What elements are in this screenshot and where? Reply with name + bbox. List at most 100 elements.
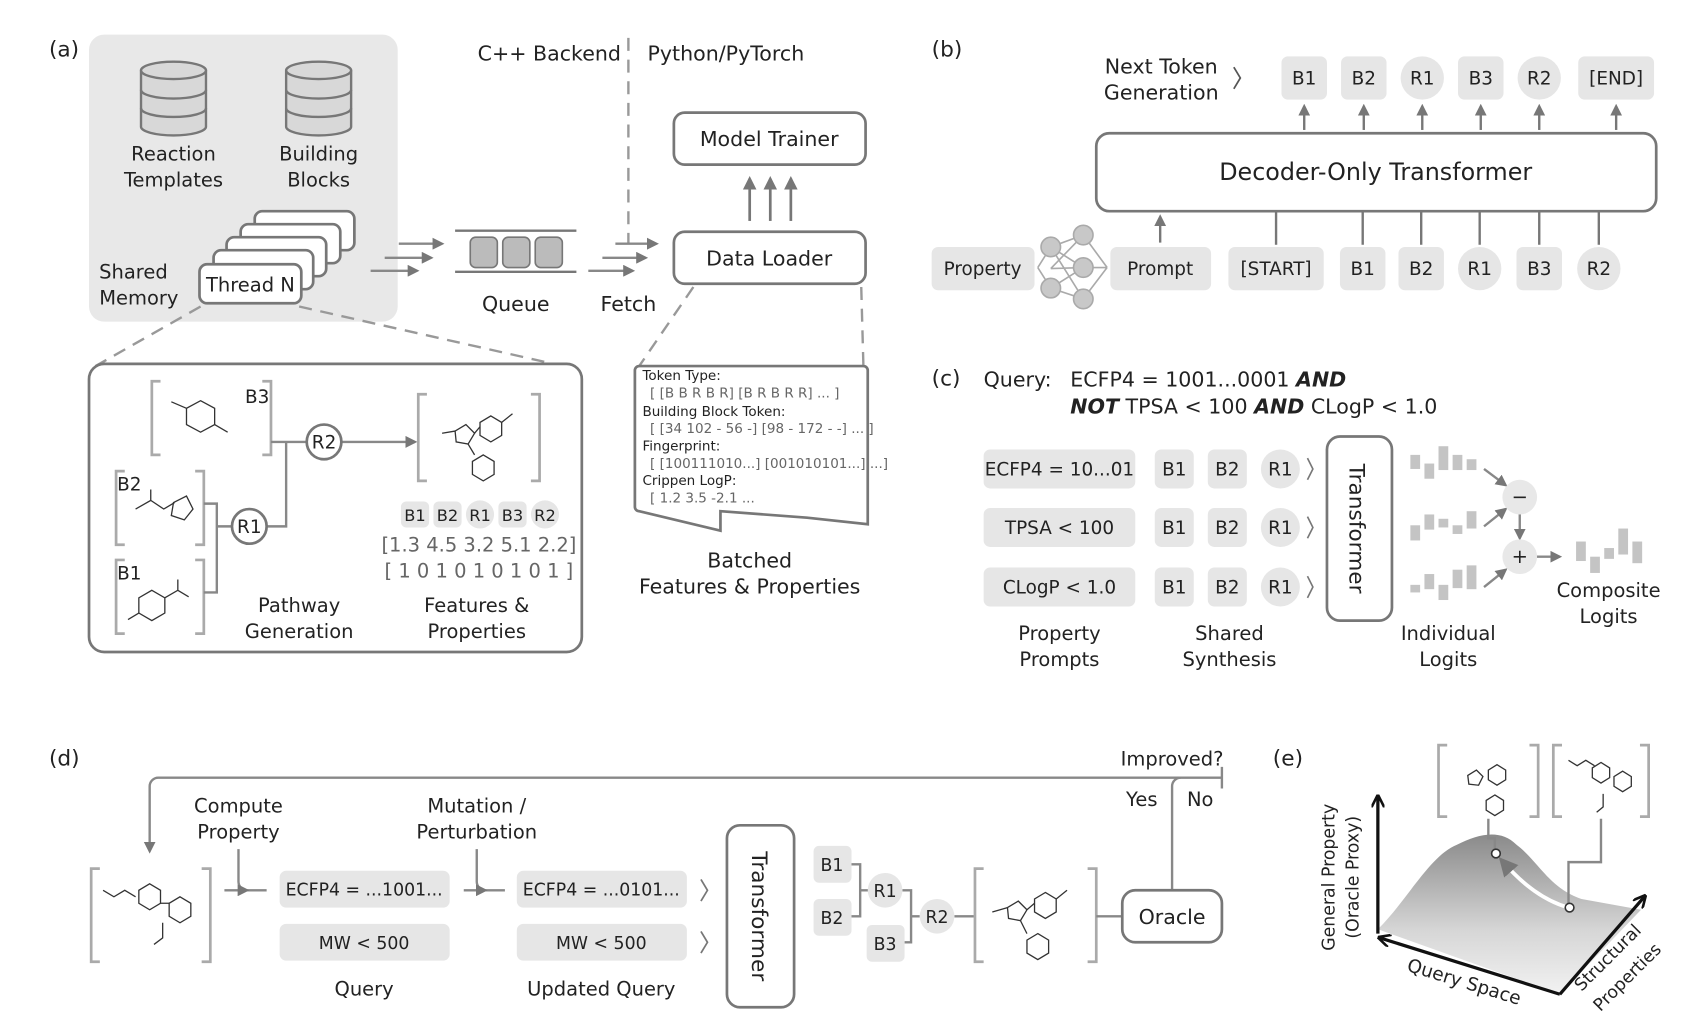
logit-bar [1452,569,1463,589]
token-label: [START] [1240,259,1311,280]
token-label: R2 [1527,68,1552,89]
doc-key: Building Block Token: [642,404,785,420]
logit-bar [1424,574,1435,590]
token-box [1339,246,1386,291]
token-circle [1458,246,1502,291]
batched-label: Features & Properties [639,575,860,599]
token-label: R1 [1467,259,1492,280]
chevron-right-icon [700,879,709,954]
mutation-arrow [463,849,505,890]
plus-icon: + [1512,545,1528,568]
compute-property-label: Property [197,820,279,843]
token-r1 [867,872,903,908]
logit-bar [1466,459,1477,471]
doc-key: Fingerprint: [642,439,720,455]
panel-c: (c) Query: ECFP4 = 1001...0001 AND NOT T… [932,367,1661,672]
pathway-generation-label: Generation [245,620,354,643]
batch-document [633,364,870,533]
property-prompts-label: Property [1018,622,1100,645]
x-axis-arrow [1380,938,1561,996]
zoom-line [860,286,865,367]
property-prompt-label: TPSA < 100 [1004,518,1114,539]
query-term: TPSA < 100 [1119,395,1254,419]
composite-logits-label: Logits [1580,605,1638,628]
database-icon [284,60,353,137]
data-loader-box [672,230,867,286]
token-label: B2 [1215,459,1239,480]
building-blocks-label: Building [279,142,358,165]
reaction-r2-label: R2 [312,432,337,453]
trainer-arrows [742,175,798,221]
feature-values: [1.3 4.5 3.2 5.1 2.2] [381,533,576,556]
token-label: R1 [1268,459,1293,480]
logit-bar [1466,511,1477,529]
compute-arrow [224,849,267,890]
neural-network-icon [1037,224,1108,310]
token: B3 [502,506,523,525]
prompt-label: Prompt [1127,259,1193,280]
database-icon [139,60,208,137]
updated-query-box [516,870,687,908]
updated-query-ecfp4: ECFP4 = ...0101... [523,881,680,901]
token: B2 [437,506,458,525]
property-box [931,246,1035,291]
queue-icon [455,229,577,274]
transformer-label: Transformer [1344,463,1369,594]
panel-label-c: (c) [932,367,961,392]
panel-label-a: (a) [49,37,79,62]
fetch-arrows [588,237,659,277]
token-label: R1 [1268,518,1293,539]
logit-bar [1438,446,1449,471]
property-landscape [1377,834,1642,995]
token-circle [1260,507,1300,547]
logit-bar [1438,518,1449,528]
molecule-product [416,392,541,483]
token-box [1207,507,1247,547]
property-prompt-box [983,449,1136,489]
token-b2 [813,898,852,936]
doc-value: [ [B B R B R] [B R B R R] ... ] [650,385,839,401]
thread-stack [198,209,356,305]
transformer-box [725,823,796,1009]
reaction-r2-node [305,423,343,461]
logit-bar [1410,584,1421,593]
prompt-box [1110,246,1212,291]
token-label: B1 [1162,518,1186,539]
chevron-right-icon [1306,457,1314,481]
token-box [1154,507,1194,547]
compute-property-label: Compute [194,794,283,817]
logit-bar [1452,525,1463,534]
logit-bar [1438,584,1449,601]
pathway-detail-box [87,362,584,654]
reaction-r1-label: R1 [237,517,262,538]
logit-bar [1424,514,1435,530]
token-label: B1 [1351,259,1375,280]
property-label: Property [944,259,1022,280]
y-axis-label: General Property [1320,804,1340,951]
feature-bits: [ 1 0 1 0 1 0 1 0 1 ] [385,559,574,582]
transformer-label: Transformer [746,850,771,981]
panel-label-b: (b) [932,37,963,62]
molecule-connector [1487,818,1603,906]
doc-value: [ [100111010...] [001010101...] ...] [650,456,888,472]
block-b2-label: B2 [117,475,141,496]
query-box [279,870,450,908]
token: B1 [404,506,425,525]
token-label: B3 [1527,259,1551,280]
z-axis-arrow [1558,897,1644,996]
individual-logits-label: Individual [1401,622,1496,645]
query-expression-line1: ECFP4 = 1001...0001 AND [1070,368,1346,392]
no-label: No [1187,788,1214,811]
thread-n-label: Thread N [205,273,295,296]
block-b1-label: B1 [117,563,141,584]
minus-icon: − [1512,486,1528,509]
logit-combination-arrows [1483,468,1563,588]
next-token-label: Next Token [1105,55,1218,79]
mutation-label: Mutation / [427,794,526,817]
query-mw: MW < 500 [319,934,410,954]
token-box [1154,449,1194,489]
fetch-label: Fetch [601,292,657,316]
logit-bar [1410,454,1421,469]
logit-bar [1632,541,1643,564]
